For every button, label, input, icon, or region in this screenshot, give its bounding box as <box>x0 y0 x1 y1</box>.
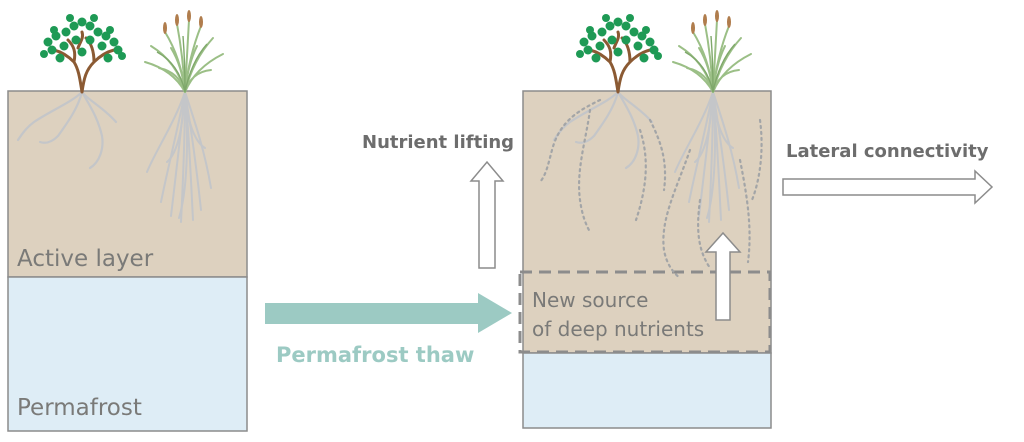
permafrost-thaw-label: Permafrost thaw <box>276 343 475 367</box>
up-arrow-icon <box>704 231 742 321</box>
grass-tuft-icon <box>144 9 224 93</box>
right-soil-column <box>518 9 772 429</box>
shrub-icon <box>574 12 664 94</box>
deep-root-dots <box>538 98 763 280</box>
new-nutrient-source-box <box>518 270 772 354</box>
shrub-icon <box>38 12 128 94</box>
nutrient-lifting-label: Nutrient lifting <box>362 132 515 153</box>
grass-tuft-icon <box>672 9 752 93</box>
active-layer-label: Active layer <box>17 246 154 272</box>
new-source-label-line2: of deep nutrients <box>532 317 705 341</box>
right-arrow-icon <box>782 169 994 205</box>
permafrost-block <box>7 276 248 432</box>
remaining-permafrost-block <box>522 352 772 429</box>
permafrost-label: Permafrost <box>17 395 142 421</box>
active-layer-block <box>7 90 248 278</box>
up-arrow-icon <box>469 160 505 269</box>
left-soil-column <box>7 9 248 432</box>
lateral-connectivity-label: Lateral connectivity <box>786 141 989 162</box>
new-source-label-line1: New source <box>532 288 649 312</box>
permafrost-thaw-arrow <box>265 293 512 333</box>
